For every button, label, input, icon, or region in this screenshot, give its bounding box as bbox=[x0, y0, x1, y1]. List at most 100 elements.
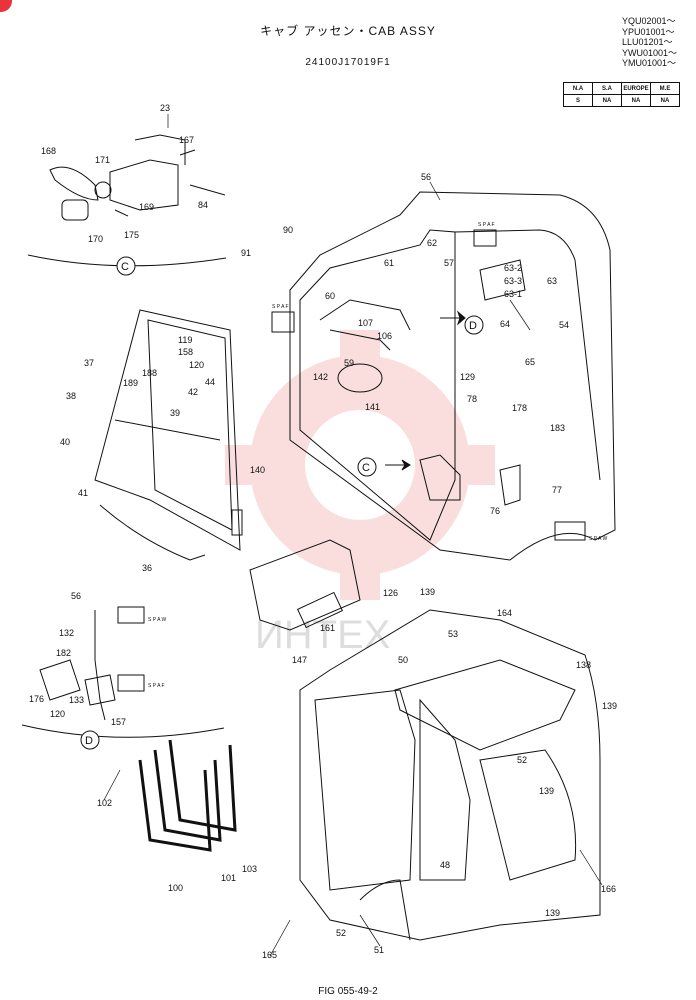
part-label: 189 bbox=[123, 378, 138, 388]
part-label: 119 bbox=[178, 335, 192, 345]
spec-box-group bbox=[117, 229, 586, 692]
part-number: 24100J17019F1 bbox=[305, 57, 391, 68]
part-label: 65 bbox=[525, 357, 535, 367]
part-label: 39 bbox=[170, 408, 180, 418]
part-label: 63 bbox=[547, 276, 557, 286]
part-label: 142 bbox=[313, 372, 328, 382]
spec-box-label-3: S P A W bbox=[589, 536, 608, 542]
detail-c-group bbox=[27, 134, 227, 267]
lower-cab-group bbox=[249, 539, 601, 941]
figure-number: FIG 055-49-2 bbox=[318, 986, 378, 997]
part-label: 90 bbox=[283, 225, 293, 235]
serial-4: YWU01001～ bbox=[622, 47, 678, 58]
part-label: 44 bbox=[205, 377, 215, 387]
part-label: 62 bbox=[427, 238, 437, 248]
part-label: 42 bbox=[188, 387, 198, 397]
serial-2: YPU01001～ bbox=[622, 26, 675, 37]
appl-value-na: S bbox=[563, 94, 593, 107]
applicability-table: N.A S.A EUROPE M.E S NA NA NA bbox=[563, 82, 680, 107]
detail-c-arrow bbox=[385, 459, 411, 471]
part-label: 157 bbox=[111, 717, 126, 727]
detail-c-letter: C bbox=[121, 261, 129, 273]
part-label: 141 bbox=[365, 402, 380, 412]
detail-d-circle bbox=[80, 730, 100, 750]
part-label: 84 bbox=[198, 200, 208, 210]
part-label: 60 bbox=[325, 291, 335, 301]
part-label: 23 bbox=[160, 103, 170, 113]
appl-value-sa: NA bbox=[592, 94, 622, 107]
part-label: 166 bbox=[601, 884, 616, 894]
spec-box-label-5: S P A F bbox=[148, 683, 165, 689]
detail-c-ref-circle bbox=[357, 457, 377, 477]
part-label: 52 bbox=[517, 755, 527, 765]
part-label: 54 bbox=[559, 320, 569, 330]
part-label: 59 bbox=[344, 358, 354, 368]
part-label: 164 bbox=[497, 608, 512, 618]
part-label: 176 bbox=[29, 694, 44, 704]
door-group bbox=[94, 309, 243, 561]
part-label: 178 bbox=[512, 403, 527, 413]
part-label: 168 bbox=[41, 146, 56, 156]
part-label: 77 bbox=[552, 485, 562, 495]
serial-1: YQU02001～ bbox=[622, 16, 676, 26]
part-label: 64 bbox=[500, 319, 510, 329]
part-label: 171 bbox=[95, 155, 110, 165]
detail-d-ref-circle bbox=[464, 315, 484, 335]
part-label: 52 bbox=[336, 928, 346, 938]
part-label: 61 bbox=[384, 258, 394, 268]
detail-c-ref-letter: C bbox=[362, 462, 370, 474]
detail-c-circle bbox=[116, 256, 136, 276]
part-label: 139 bbox=[539, 786, 554, 796]
part-label: 182 bbox=[56, 648, 71, 658]
watermark-text: ИНТЕХ bbox=[255, 613, 390, 657]
part-label: 133 bbox=[69, 695, 84, 705]
part-label: 129 bbox=[460, 372, 475, 382]
part-label: 126 bbox=[383, 588, 398, 598]
leader-lines bbox=[103, 114, 603, 957]
part-label: 147 bbox=[292, 655, 307, 665]
part-label: 78 bbox=[467, 394, 477, 404]
detail-d-letter: D bbox=[85, 735, 93, 747]
part-label: 140 bbox=[250, 465, 265, 475]
spec-box-label-2: S P A F bbox=[272, 304, 289, 310]
part-label: 103 bbox=[242, 864, 257, 874]
part-label: 51 bbox=[374, 945, 384, 955]
part-label: 50 bbox=[398, 655, 408, 665]
serial-3: LLU01201～ bbox=[622, 37, 673, 47]
seal-group bbox=[138, 739, 237, 852]
part-label: 138 bbox=[576, 660, 591, 670]
part-label: 139 bbox=[545, 908, 560, 918]
part-label: 107 bbox=[358, 318, 373, 328]
detail-d-arrow bbox=[440, 310, 466, 326]
part-label: 48 bbox=[440, 860, 450, 870]
part-label: 37 bbox=[84, 358, 94, 368]
appl-value-me: NA bbox=[650, 94, 680, 107]
part-label: 100 bbox=[168, 883, 183, 893]
cab-frame-group bbox=[289, 191, 616, 561]
detail-d-group bbox=[21, 610, 225, 738]
part-label: 139 bbox=[420, 587, 435, 597]
page-title: キャブ アッセン・CAB ASSY bbox=[260, 24, 436, 38]
part-label: 91 bbox=[241, 248, 251, 258]
part-label: 169 bbox=[139, 202, 154, 212]
part-label: 38 bbox=[66, 391, 76, 401]
part-label: 106 bbox=[377, 331, 392, 341]
part-label: 170 bbox=[88, 234, 103, 244]
part-label: 165 bbox=[262, 950, 277, 960]
part-label: 183 bbox=[550, 423, 565, 433]
part-label: 120 bbox=[50, 709, 65, 719]
part-label: 41 bbox=[78, 488, 88, 498]
part-label: 53 bbox=[448, 629, 458, 639]
part-label: 76 bbox=[490, 506, 500, 516]
part-label: 158 bbox=[178, 347, 193, 357]
part-label: 120 bbox=[189, 360, 204, 370]
part-label: 57 bbox=[444, 258, 454, 268]
part-label: 63-2 bbox=[504, 263, 522, 273]
part-label: 188 bbox=[142, 368, 157, 378]
part-label: 36 bbox=[142, 563, 152, 573]
part-label: 132 bbox=[59, 628, 74, 638]
appl-value-europe: NA bbox=[621, 94, 651, 107]
part-label: 102 bbox=[97, 798, 112, 808]
part-label: 63-1 bbox=[504, 289, 522, 299]
part-label: 101 bbox=[221, 873, 236, 883]
